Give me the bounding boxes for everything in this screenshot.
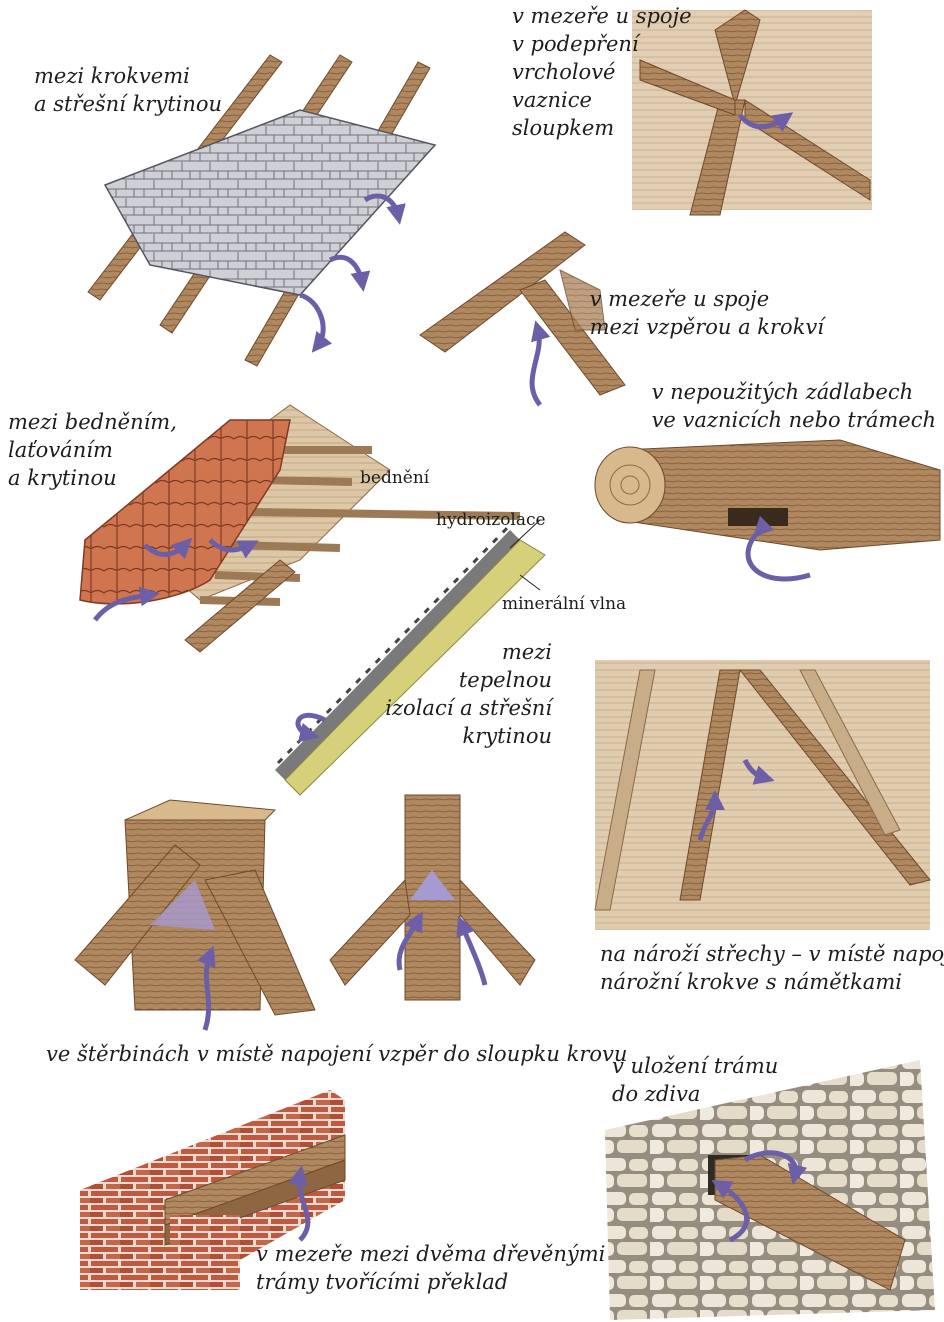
caption-line: a krytinou: [8, 464, 177, 492]
hip-corner-illustration: [595, 660, 930, 930]
caption-hip-corner: na nároží střechy – v místě napojení nár…: [600, 940, 944, 996]
caption-beam-wall: v uložení trámu do zdiva: [612, 1052, 778, 1108]
caption-line: mezi vzpěrou a krokví: [590, 313, 824, 341]
caption-line: krytinou: [385, 722, 552, 750]
caption-insulation: mezi tepelnou izolací a střešní krytinou: [385, 638, 552, 750]
caption-line: mezi bedněním,: [8, 408, 177, 436]
caption-line: do zdiva: [612, 1080, 778, 1108]
label-mineralni-vlna: minerální vlna: [502, 594, 626, 614]
caption-line: nárožní krokve s námětkami: [600, 968, 944, 996]
strut-post-illustration: [75, 795, 535, 1030]
caption-line: v nepoužitých zádlabech: [652, 378, 936, 406]
caption-line: izolací a střešní: [385, 694, 552, 722]
caption-line: a střešní krytinou: [34, 90, 222, 118]
caption-line: tepelnou: [385, 666, 552, 694]
caption-line: trámy tvořícími překlad: [256, 1268, 605, 1296]
caption-line: v mezeře mezi dvěma dřevěnými: [256, 1240, 605, 1268]
caption-strut-rafter: v mezeře u spoje mezi vzpěrou a krokví: [590, 285, 824, 341]
caption-line: vaznice: [512, 86, 692, 114]
caption-line: na nároží střechy – v místě napojení: [600, 940, 944, 968]
caption-line: laťováním: [8, 436, 177, 464]
caption-line: v mezeře u spoje: [512, 2, 692, 30]
label-hydroizolace: hydroizolace: [436, 510, 546, 530]
mortise-beam-illustration: [595, 440, 940, 579]
caption-lintel: v mezeře mezi dvěma dřevěnými trámy tvoř…: [256, 1240, 605, 1296]
label-bedneni: bednění: [360, 468, 429, 488]
caption-line: v uložení trámu: [612, 1052, 778, 1080]
caption-line: v mezeře u spoje: [590, 285, 824, 313]
caption-line: ve štěrbinách v místě napojení vzpěr do …: [46, 1040, 627, 1068]
caption-rafters-roofing: mezi krokvemi a střešní krytinou: [34, 62, 222, 118]
caption-boarding: mezi bedněním, laťováním a krytinou: [8, 408, 177, 492]
caption-line: v podepření: [512, 30, 692, 58]
caption-line: ve vaznicích nebo trámech: [652, 406, 936, 434]
caption-line: vrcholové: [512, 58, 692, 86]
caption-mortises: v nepoužitých zádlabech ve vaznicích neb…: [652, 378, 936, 434]
caption-line: mezi: [385, 638, 552, 666]
caption-line: mezi krokvemi: [34, 62, 222, 90]
caption-ridge-purlin: v mezeře u spoje v podepření vrcholové v…: [512, 2, 692, 142]
caption-strut-post: ve štěrbinách v místě napojení vzpěr do …: [46, 1040, 627, 1068]
caption-line: sloupkem: [512, 114, 692, 142]
